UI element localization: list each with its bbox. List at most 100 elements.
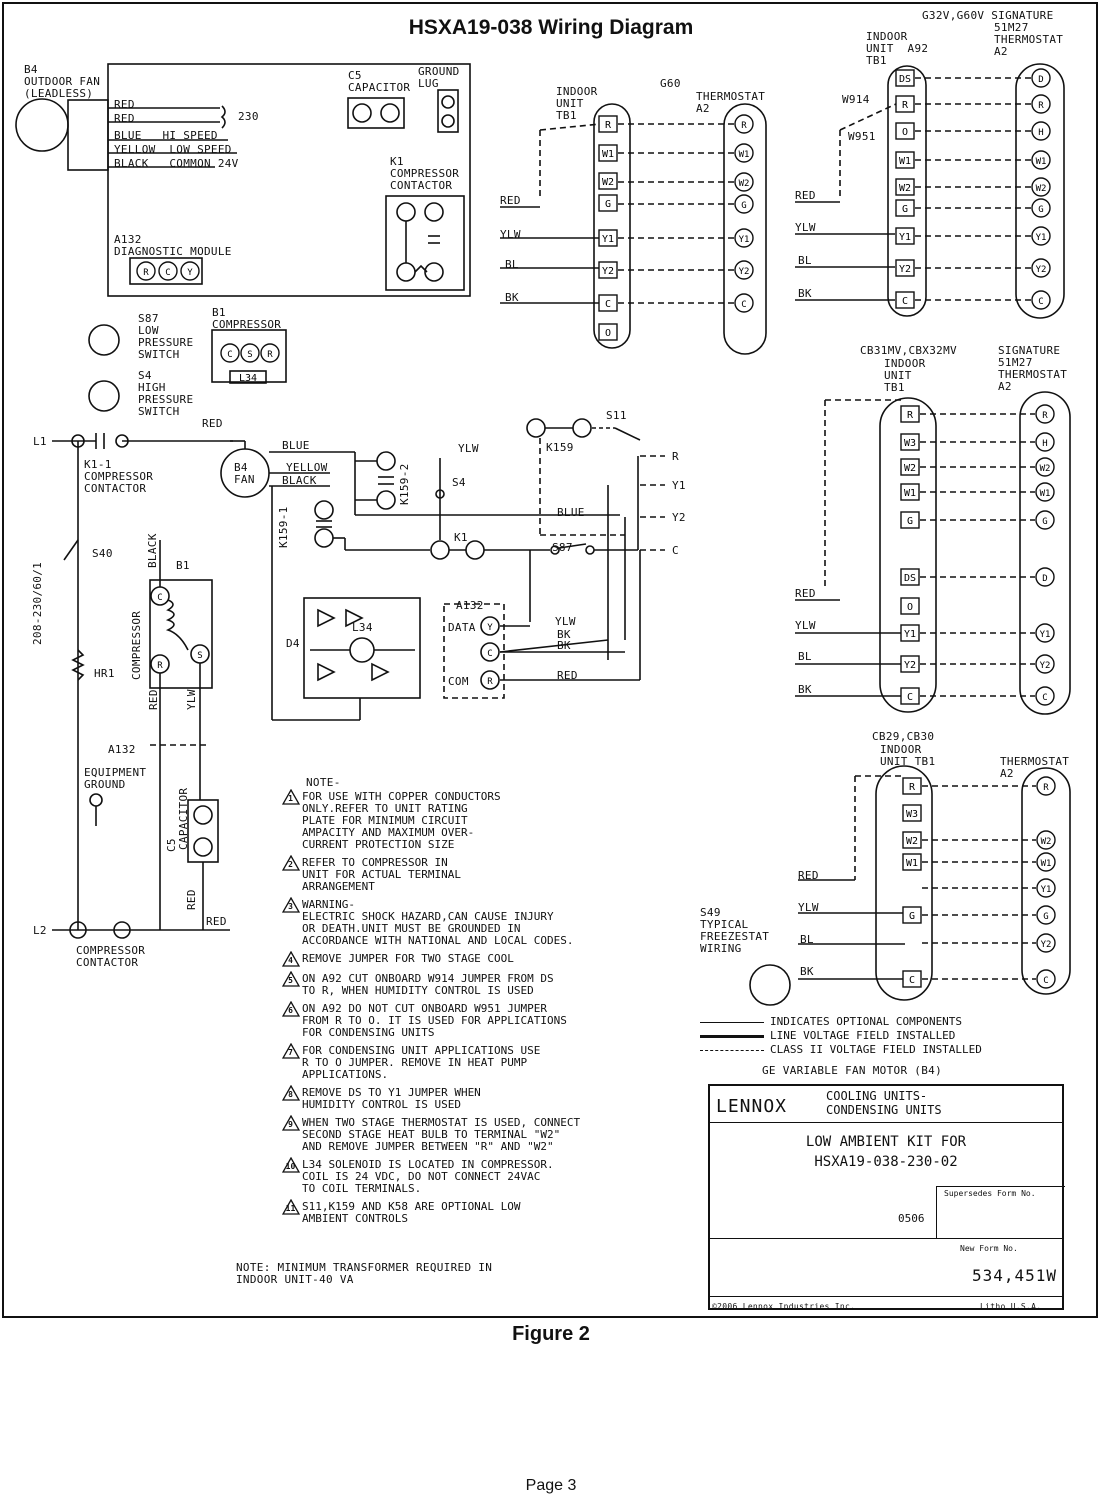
cb31-thermostat-terminal: C bbox=[1035, 686, 1055, 706]
title-block: LENNOX COOLING UNITS- CONDENSING UNITS L… bbox=[708, 1084, 1065, 1310]
cb31-thermostat-terminal: W2 bbox=[1035, 457, 1055, 477]
g32-indoor-terminal: Y1 bbox=[895, 227, 915, 245]
g32-thermostat-terminal: W1 bbox=[1031, 150, 1051, 170]
b1-compressor-label: B1 COMPRESSOR bbox=[212, 306, 282, 331]
g60-indoor-terminal: G bbox=[598, 194, 618, 212]
g60-indoor-terminal: C bbox=[598, 294, 618, 312]
cb31-indoor-terminal-label: R bbox=[907, 410, 914, 421]
jumper-w951: W951 bbox=[848, 130, 876, 143]
cb29-indoor-terminal: W2 bbox=[902, 831, 922, 849]
note-text: REFER TO COMPRESSOR IN UNIT FOR ACTUAL T… bbox=[302, 856, 461, 893]
cb29-model: CB29,CB30 bbox=[872, 730, 935, 743]
g32-indoor-terminal-label: DS bbox=[899, 74, 911, 85]
cb29-indoor-terminal: C bbox=[902, 970, 922, 988]
g60-thermostat-terminal-label: C bbox=[741, 300, 746, 310]
cb31-indoor-label: INDOOR UNIT TB1 bbox=[884, 357, 926, 394]
b1-terminal: R bbox=[260, 343, 280, 363]
cb31-thermostat-terminal-label: G bbox=[1042, 517, 1047, 527]
g32-indoor-terminal-label: C bbox=[902, 296, 908, 307]
g32-thermostat-terminal-label: Y1 bbox=[1036, 233, 1047, 243]
cb29-thermostat-terminal-label: R bbox=[1043, 783, 1049, 793]
g60-thermostat-terminal-label: Y1 bbox=[739, 235, 750, 245]
cb31-indoor-terminal: R bbox=[900, 405, 920, 423]
note-number: 6 bbox=[288, 1006, 293, 1015]
b1-terminal-label: S bbox=[247, 350, 252, 360]
g60-thermostat-label: THERMOSTAT A2 bbox=[696, 90, 766, 115]
note-number: 5 bbox=[288, 976, 293, 985]
warning-triangle-icon: 1 bbox=[282, 789, 302, 805]
b4-fan-label: B4 FAN bbox=[234, 461, 255, 486]
wiring-diagram-svg: RCYCSRL34RW1W2GY1Y2CORW1W2GY1Y2CDSROW1W2… bbox=[15, 63, 1071, 1006]
g60-indoor-terminal-label: R bbox=[605, 120, 612, 131]
s4-label: S4 HIGH PRESSURE SWITCH bbox=[138, 369, 194, 418]
g60-indoor-terminal-label: Y2 bbox=[602, 266, 614, 277]
cb31-indoor-terminal-label: C bbox=[907, 692, 913, 703]
a132-terminal-label: R bbox=[143, 268, 149, 278]
g60-indoor-terminal-label: O bbox=[605, 328, 611, 339]
note-number: 1 bbox=[288, 794, 293, 803]
k159-label: K159 bbox=[546, 441, 574, 454]
g60-indoor-terminal: W1 bbox=[598, 144, 618, 162]
g60-wire-bk: BK bbox=[505, 291, 519, 304]
a132-terminal: Y bbox=[180, 261, 200, 281]
b1-l34-label: L34 bbox=[239, 373, 257, 384]
note-number: 10 bbox=[285, 1162, 296, 1171]
cb31-indoor-terminal: G bbox=[900, 511, 920, 529]
g60-wire-red: RED bbox=[500, 194, 521, 207]
g60-indoor-terminal-label: G bbox=[605, 199, 611, 210]
g32-thermostat-terminal-label: G bbox=[1038, 205, 1043, 215]
title-block-divider bbox=[710, 1238, 1062, 1239]
b1-terminal-label: R bbox=[267, 350, 273, 360]
s40-label: S40 bbox=[92, 547, 113, 560]
cb31-indoor-terminal: DS bbox=[900, 568, 920, 586]
cb29-thermostat-terminal: C bbox=[1036, 969, 1056, 989]
a132-data-label: DATA bbox=[448, 621, 476, 634]
cb31-wire-red: RED bbox=[795, 587, 816, 600]
capacitor-c5-symbol bbox=[347, 97, 405, 129]
note-text: REMOVE DS TO Y1 JUMPER WHEN HUMIDITY CON… bbox=[302, 1086, 481, 1111]
g60-thermostat-terminal: W2 bbox=[734, 172, 754, 192]
cb31-indoor-terminal-label: W1 bbox=[904, 488, 916, 499]
g32-thermostat-terminal: Y2 bbox=[1031, 258, 1051, 278]
g32-thermostat-label: 51M27 THERMOSTAT A2 bbox=[994, 21, 1064, 58]
a132-schematic-label-2: A132 bbox=[456, 599, 484, 612]
outdoor-fan-label: B4 OUTDOOR FAN (LEADLESS) bbox=[24, 63, 101, 100]
d4-bridge-box bbox=[303, 597, 421, 699]
g32-indoor-terminal-label: O bbox=[902, 127, 908, 138]
warning-triangle-icon: 6 bbox=[282, 1001, 302, 1017]
jumper-w914: W914 bbox=[842, 93, 870, 106]
b1-compressor-symbol bbox=[211, 329, 287, 383]
cb31-thermostat-terminal: R bbox=[1035, 404, 1055, 424]
cb29-indoor-terminal-label: W3 bbox=[906, 809, 918, 820]
ground-lug-label: GROUND LUG bbox=[418, 65, 460, 90]
notes-heading: NOTE- bbox=[306, 776, 341, 789]
date-code: 0506 bbox=[898, 1212, 925, 1225]
cb29-wire-bl: BL bbox=[800, 933, 814, 946]
fan-motor-note: GE VARIABLE FAN MOTOR (B4) bbox=[762, 1064, 942, 1077]
g32-indoor-terminal: W1 bbox=[895, 151, 915, 169]
g32-indoor-terminal-strip bbox=[887, 65, 927, 317]
b1-schematic-box bbox=[149, 579, 213, 689]
supersedes-cell bbox=[936, 1186, 1065, 1239]
cb31-thermostat-terminal: G bbox=[1035, 510, 1055, 530]
a132-terminal-label: Y bbox=[187, 268, 193, 278]
g32-wire-ylw: YLW bbox=[795, 221, 816, 234]
b1-terminal: C bbox=[220, 343, 240, 363]
brand-name: LENNOX bbox=[716, 1096, 788, 1117]
legend-class2: CLASS II VOLTAGE FIELD INSTALLED bbox=[770, 1043, 982, 1056]
cb29-thermostat-terminal: G bbox=[1036, 905, 1056, 925]
diagram-frame bbox=[2, 2, 1098, 1318]
note-text: ON A92 DO NOT CUT ONBOARD W951 JUMPER FR… bbox=[302, 1002, 567, 1039]
a132-com-label: COM bbox=[448, 675, 469, 688]
g32-indoor-terminal-label: R bbox=[902, 100, 909, 111]
l34-schematic-label: L34 bbox=[352, 621, 373, 634]
note-number: 2 bbox=[288, 860, 293, 869]
figure-caption: Figure 2 bbox=[512, 1323, 590, 1345]
g60-thermostat-terminal-label: W1 bbox=[739, 150, 750, 160]
g60-thermostat-terminal-label: G bbox=[741, 201, 746, 211]
g60-indoor-terminal-label: Y1 bbox=[602, 234, 614, 245]
